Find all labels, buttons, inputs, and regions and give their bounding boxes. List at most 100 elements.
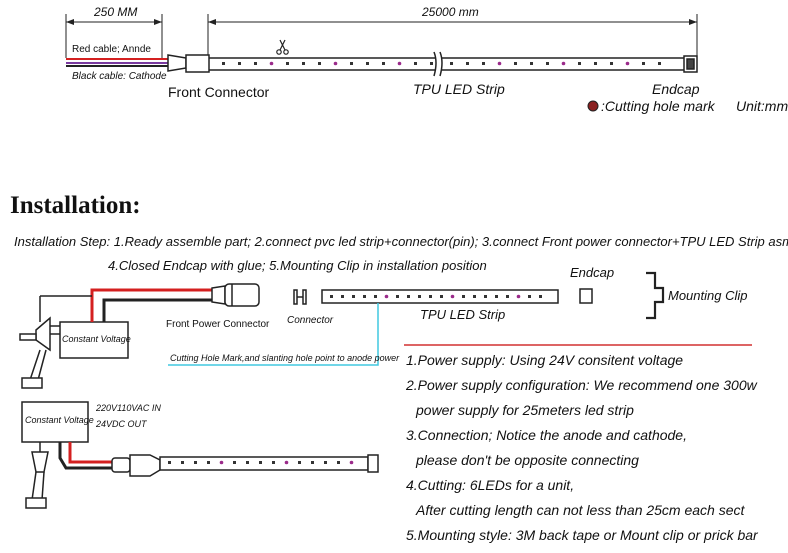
led-dot (330, 295, 333, 298)
installation-steps-line1: Installation Step: 1.Ready assemble part… (14, 234, 788, 249)
led-dot (341, 295, 344, 298)
dimension-strip-label: 25000 mm (422, 5, 479, 19)
front-connector-label: Front Connector (168, 84, 270, 100)
led-dot (233, 461, 236, 464)
note-line: please don't be opposite connecting (416, 452, 639, 468)
dimension-arrows (66, 19, 697, 25)
cutting-mark-dot (219, 460, 224, 465)
note-line: 1.Power supply: Using 24V consitent volt… (406, 352, 684, 368)
cutting-mark-dot (397, 61, 402, 66)
cutting-mark-dot (333, 61, 338, 66)
led-dot (396, 295, 399, 298)
led-dot (430, 62, 433, 65)
cutting-mark-label: :Cutting hole mark (601, 98, 715, 114)
led-dot (363, 295, 366, 298)
cutting-mark-dot (516, 294, 521, 299)
power-supply-2 (21, 401, 89, 443)
note-line: 4.Cutting: 6LEDs for a unit, (406, 477, 575, 493)
led-dot (238, 62, 241, 65)
installation-heading: Installation: (10, 192, 141, 219)
top-led-dots (222, 61, 661, 66)
led-dot (473, 295, 476, 298)
cutting-mark-dot (349, 460, 354, 465)
led-dot (254, 62, 257, 65)
led-dot (440, 295, 443, 298)
cutting-hole-pointer (168, 303, 379, 366)
led-dot (484, 295, 487, 298)
cutting-mark-dot (625, 61, 630, 66)
cutting-mark-dot (561, 61, 566, 66)
led-dot (352, 295, 355, 298)
install-led-strip-2 (159, 456, 369, 471)
install-led-dots (330, 294, 542, 299)
note-line: power supply for 25meters led strip (416, 402, 634, 418)
led-dot (259, 461, 262, 464)
led-dot (318, 62, 321, 65)
led-dot (374, 295, 377, 298)
led-dot (302, 62, 305, 65)
plug-icon-2 (25, 442, 49, 509)
led-dot (462, 295, 465, 298)
led-dot (450, 62, 453, 65)
dimension-cable-label: 250 MM (94, 5, 138, 19)
led-dot (539, 295, 542, 298)
power-supply-1 (59, 321, 129, 359)
top-front-connector (167, 54, 210, 73)
led-dot (514, 62, 517, 65)
strip-label: TPU LED Strip (413, 81, 505, 97)
led-dot (528, 295, 531, 298)
led-dot (246, 461, 249, 464)
led-dot (466, 62, 469, 65)
supply-wires-1 (39, 288, 212, 322)
red-cable-label: Red cable; Annde (72, 44, 151, 55)
led-dot (546, 62, 549, 65)
mounting-clip-icon (646, 271, 665, 320)
install-strip-label: TPU LED Strip (420, 307, 506, 322)
led-dot (429, 295, 432, 298)
led-dot (530, 62, 533, 65)
dimension-lines (65, 14, 698, 58)
led-dot (407, 295, 410, 298)
led-dot (482, 62, 485, 65)
cutting-mark-icon (587, 100, 599, 112)
note-line: 2.Power supply configuration: We recomme… (406, 377, 757, 393)
input-label: 220V110VAC IN (96, 403, 161, 413)
front-connector-2 (111, 454, 161, 477)
constant-voltage-label-2: Constant Voltage (25, 415, 94, 425)
led-dot (578, 62, 581, 65)
front-power-connector-label: Front Power Connector (166, 319, 270, 330)
led-dot (298, 461, 301, 464)
led-dot (495, 295, 498, 298)
led-dot (366, 62, 369, 65)
note-line: After cutting length can not less than 2… (416, 502, 745, 518)
led-dot (272, 461, 275, 464)
led-dot (414, 62, 417, 65)
cutting-hole-note: Cutting Hole Mark,and slanting hole poin… (170, 353, 400, 363)
led-dot (506, 295, 509, 298)
led-dot (337, 461, 340, 464)
plug-icon-1 (19, 316, 51, 389)
top-cables (66, 58, 168, 67)
led-dot (194, 461, 197, 464)
constant-voltage-label-1: Constant Voltage (62, 334, 131, 344)
supply-wires-2 (58, 442, 112, 470)
mounting-clip-label: Mounting Clip (668, 288, 748, 303)
led-dot (610, 62, 613, 65)
endcap-label: Endcap (652, 81, 700, 97)
led-dot (286, 62, 289, 65)
output-label: 24VDC OUT (96, 419, 147, 429)
led-dot (168, 461, 171, 464)
cutting-mark-dot (497, 61, 502, 66)
led-dot (658, 62, 661, 65)
black-cable-label: Black cable: Cathode (72, 71, 167, 82)
install-led-dots-2 (168, 460, 354, 465)
unit-label: Unit:mm (736, 98, 788, 114)
note-line: 5.Mounting style: 3M back tape or Mount … (406, 527, 758, 543)
cutting-mark-dot (450, 294, 455, 299)
led-dot (642, 62, 645, 65)
led-dot (207, 461, 210, 464)
led-dot (350, 62, 353, 65)
front-power-connector (211, 283, 260, 307)
connector-pin-icon (293, 289, 307, 305)
